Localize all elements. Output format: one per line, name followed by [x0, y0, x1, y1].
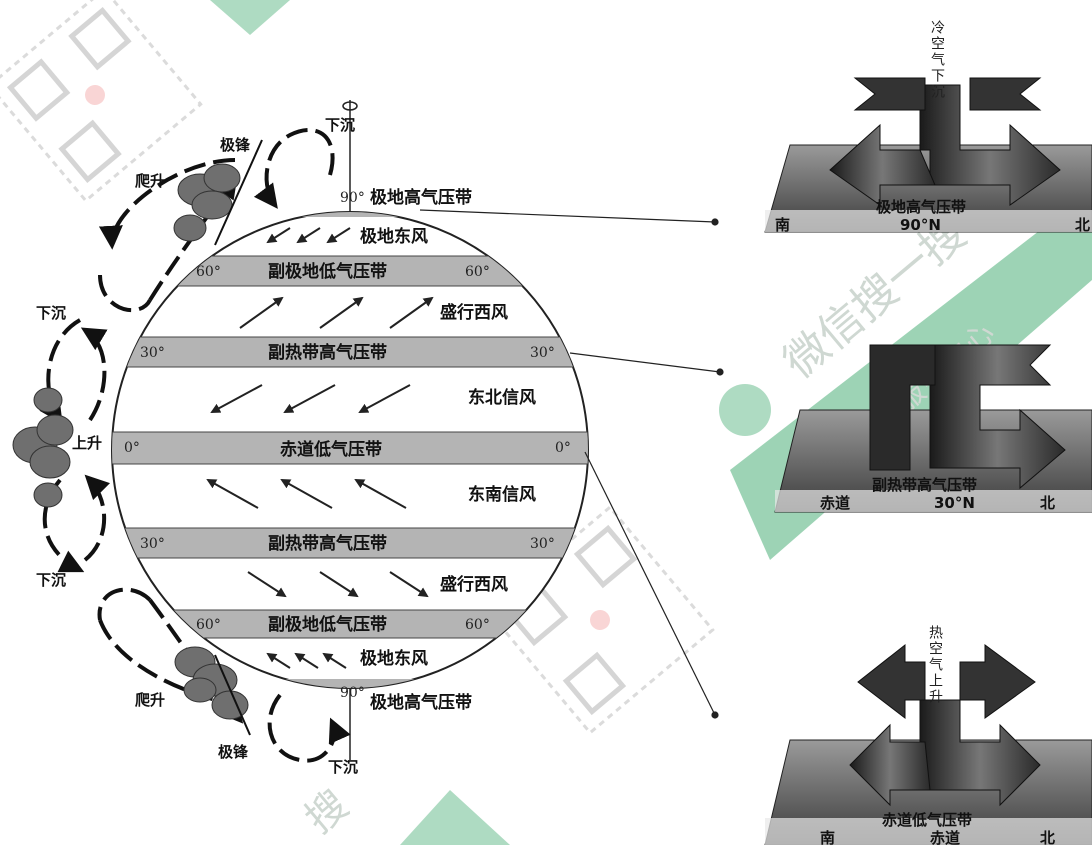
- label-sink-n30: 下沉: [36, 304, 66, 322]
- ground-strip-top: [765, 210, 1092, 232]
- lat-n60-left: 60°: [196, 264, 221, 280]
- sink-arrow-top: [919, 84, 1061, 206]
- panel-middle-equator: 赤道: [820, 494, 850, 512]
- upper-arrow-top-right: [969, 77, 1042, 111]
- label-sink-top: 下沉: [325, 116, 355, 134]
- polar-cell-n: [253, 128, 335, 209]
- ferrel-cell-n-top: [98, 158, 236, 250]
- polar-easterly-n-arrows: [266, 227, 351, 244]
- label-equatorial-low: 赤道低气压带: [280, 439, 382, 460]
- wind-arrows: [206, 227, 434, 669]
- upper-arrow-top-left: [853, 77, 926, 111]
- belt-polar-high-s: [112, 679, 588, 688]
- panel-bottom-air: 热空气上升: [927, 625, 943, 705]
- lat-eq-right: 0°: [555, 440, 571, 456]
- label-sink-s30: 下沉: [36, 571, 66, 589]
- se-trade-arrows: [206, 479, 407, 509]
- belt-polar-high-n: [112, 212, 588, 217]
- ferrel-cell-s-bottom: [98, 619, 240, 713]
- connectors: [419, 209, 724, 719]
- clouds: [12, 163, 249, 720]
- lat-n30-left: 30°: [140, 345, 165, 361]
- lat-n30-right: 30°: [530, 345, 555, 361]
- ground-strip-bottom: [765, 818, 1092, 845]
- globe: 副极地低气压带 副热带高气压带 赤道低气压带 副热带高气压带 副极地低气压带 极…: [111, 100, 589, 760]
- watermark-green-bottom: [400, 790, 510, 845]
- polar-front-line-n: [214, 139, 263, 246]
- label-front-n: 极锋: [220, 136, 251, 154]
- hadley-cell-s-inner: [83, 474, 111, 562]
- panel-bottom-north: 北: [1040, 829, 1055, 845]
- label-subtropical-high-s: 副热带高气压带: [268, 533, 387, 554]
- panel-polar-high: 冷空气下沉 极地高气压带 南 90°N 北: [764, 20, 1092, 234]
- lat-eq-left: 0°: [124, 440, 140, 456]
- label-sink-bottom: 下沉: [328, 758, 358, 776]
- lat-s90: 90°: [340, 685, 365, 701]
- panel-bottom-south: 南: [820, 829, 835, 845]
- label-subpolar-low-s: 副极地低气压带: [268, 614, 387, 635]
- rise-arrow-bottom-left: [849, 723, 931, 807]
- panel-top-north: 北: [1075, 216, 1090, 234]
- belt-subtropical-high-n: [112, 336, 588, 368]
- qr-watermark-top-left: [0, 0, 203, 203]
- sink-arrow-top-left: [829, 123, 936, 206]
- cloud-n: [173, 163, 241, 242]
- upper-arrow-bottom-right: [959, 644, 1036, 719]
- lat-n60-right: 60°: [465, 264, 490, 280]
- label-rise-n: 爬升: [134, 172, 165, 190]
- label-se-trade: 东南信风: [468, 484, 536, 505]
- westerly-s-arrows: [247, 571, 429, 598]
- polar-easterly-s-arrows: [266, 652, 347, 669]
- label-ne-trade: 东北信风: [468, 387, 536, 408]
- sink-arrow-middle: [929, 344, 1066, 490]
- ground-strip-middle: [775, 490, 1092, 512]
- ferrel-cell-n-bottom: [98, 274, 152, 313]
- label-front-s: 极锋: [218, 743, 249, 761]
- hadley-cell-n-inner: [80, 327, 108, 422]
- upper-arrow-bottom-left: [857, 643, 926, 720]
- label-subpolar-low-n: 副极地低气压带: [268, 261, 387, 282]
- label-westerly-n: 盛行西风: [440, 302, 508, 323]
- label-polar-high-n: 极地高气压带: [370, 187, 472, 208]
- label-polar-easterly-n: 极地东风: [360, 226, 428, 247]
- panel-top-lat: 90°N: [900, 216, 941, 234]
- lat-s30-right: 30°: [530, 536, 555, 552]
- polar-front-line-s: [214, 654, 251, 736]
- wechat-icon: [719, 384, 771, 436]
- ne-trade-arrows: [210, 384, 411, 413]
- label-rise-s: 爬升: [134, 691, 165, 709]
- belt-subtropical-high-s: [112, 527, 588, 559]
- panel-bottom-belt: 赤道低气压带: [882, 811, 972, 829]
- watermark-green-top: [210, 0, 290, 35]
- panel-top-belt: 极地高气压带: [876, 198, 966, 216]
- label-rise-eq: 上升: [72, 434, 102, 452]
- return-arrow-middle: [869, 344, 936, 471]
- cloud-eq: [12, 387, 74, 508]
- rise-arrow-bottom: [919, 699, 1041, 807]
- rotation-icon-top: [342, 101, 358, 111]
- label-westerly-s: 盛行西风: [440, 574, 508, 595]
- lat-s30-left: 30°: [140, 536, 165, 552]
- panel-middle-north: 北: [1040, 494, 1055, 512]
- polar-cell-s: [267, 693, 351, 763]
- label-subtropical-high-n: 副热带高气压带: [268, 342, 387, 363]
- watermark-search: 搜: [297, 782, 357, 843]
- panel-subtropical-high: 副热带高气压带 赤道 30°N 北: [774, 344, 1092, 513]
- panel-top-south: 南: [775, 216, 790, 234]
- label-polar-high-s: 极地高气压带: [370, 692, 472, 713]
- belt-equatorial-low: [112, 431, 588, 465]
- panel-middle-lat: 30°N: [934, 494, 975, 512]
- panel-middle-belt: 副热带高气压带: [872, 476, 977, 494]
- panel-bottom-equator: 赤道: [930, 829, 960, 845]
- lat-s60-right: 60°: [465, 617, 490, 633]
- lat-n90: 90°: [340, 190, 365, 206]
- panel-equatorial-low: 热空气上升 赤道低气压带 南 赤道 北: [764, 625, 1092, 845]
- ferrel-cell-s-top: [97, 587, 152, 621]
- panel-top-air: 冷空气下沉: [929, 20, 945, 100]
- lat-s60-left: 60°: [196, 617, 221, 633]
- label-polar-easterly-s: 极地东风: [360, 648, 428, 669]
- westerly-n-arrows: [239, 296, 434, 329]
